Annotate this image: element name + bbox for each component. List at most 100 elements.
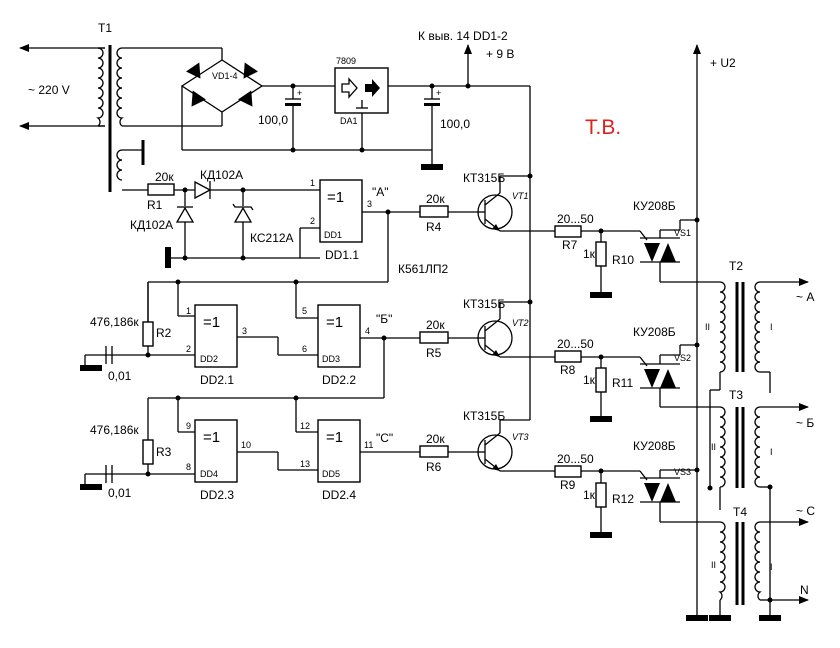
svg-text:I: I — [770, 447, 773, 457]
d2-label: КД102А — [130, 218, 173, 232]
d1-label: КД102А — [200, 168, 243, 182]
dd24-symbol: =1 — [326, 429, 343, 446]
t3-label: T3 — [729, 388, 743, 402]
transformer-t1: T1 — [96, 21, 145, 192]
dd22-label: DD2.2 — [322, 373, 356, 387]
dd21-symbol: =1 — [203, 314, 220, 331]
mains-input: ~ 220 V — [19, 44, 105, 130]
u2-supply: + U2 — [680, 44, 736, 621]
r7-value: 20...50 — [557, 212, 594, 226]
svg-text:2: 2 — [186, 344, 191, 354]
transformer-t3: T3 II I ~ Б — [707, 388, 814, 600]
svg-text:10: 10 — [241, 440, 251, 450]
input-network: 20к R1 КД102А КД102А КС212А — [122, 168, 320, 268]
reg-type: 7809 — [336, 56, 356, 66]
vcc-note: К выв. 14 DD1-2 — [418, 29, 508, 43]
t1-label: T1 — [98, 21, 112, 35]
out-a-label: ~ А — [796, 290, 814, 304]
dd22-symbol: =1 — [326, 314, 343, 331]
triac-vs2: КУ208Б VS2 — [633, 325, 720, 408]
r7-label: R7 — [562, 238, 578, 252]
svg-text:3: 3 — [242, 326, 247, 336]
oscillator-c: 476,186к R3 0,01 =1 DD4 9 8 10 DD2.3 =1 … — [80, 395, 420, 502]
author-mark: Т.В. — [585, 116, 621, 139]
input-capacitor: + 100,0 — [258, 83, 302, 150]
zener-label: КС212А — [250, 231, 294, 245]
vt2-type: КТ315Б — [463, 297, 505, 311]
out-c-label: ~ С — [796, 504, 815, 518]
triac-vs1: КУ208Б VS1 — [633, 199, 720, 283]
r1-label: R1 — [147, 198, 163, 212]
r8-value: 20...50 — [557, 337, 594, 351]
vs1-type: КУ208Б — [633, 199, 676, 213]
svg-text:11: 11 — [364, 440, 373, 450]
r4-value: 20к — [426, 192, 445, 206]
r10-value: 1к — [583, 247, 596, 261]
regulator-da1: 7809 DA1 — [334, 56, 530, 150]
dd24-label: DD2.4 — [322, 488, 356, 502]
r11-label: R11 — [612, 376, 633, 390]
svg-text:I: I — [770, 562, 773, 572]
dd23-label: DD2.3 — [200, 488, 234, 502]
r8-label: R8 — [560, 363, 576, 377]
r9-label: R9 — [560, 478, 576, 492]
svg-text:+: + — [297, 88, 302, 98]
r2-label: R2 — [156, 326, 172, 340]
gate-dd11: =1 DD1 1 2 3 DD1.1 "А" — [147, 178, 420, 322]
channel-b-driver: 20к R5 КТ315Б VT2 20...50 R8 1к R11 — [419, 297, 640, 422]
svg-text:DD2: DD2 — [200, 354, 218, 364]
out-b-label: ~ Б — [796, 416, 814, 430]
reg-name: DA1 — [340, 116, 358, 126]
t4-label: T4 — [733, 505, 747, 519]
r12-label: R12 — [612, 492, 634, 506]
signal-a: "А" — [372, 185, 389, 199]
vs2-type: КУ208Б — [633, 325, 676, 339]
dd11-small: DD1 — [324, 230, 342, 240]
mains-label: ~ 220 V — [28, 83, 70, 97]
signal-c: "С" — [376, 431, 393, 445]
svg-text:1: 1 — [310, 178, 315, 188]
vt3-label: VT3 — [512, 432, 529, 442]
vs3-label: VS3 — [674, 467, 691, 477]
svg-text:5: 5 — [302, 306, 307, 316]
transformer-t2: T2 II I ~ А — [705, 259, 814, 488]
svg-text:12: 12 — [300, 421, 310, 431]
svg-text:8: 8 — [186, 462, 191, 472]
r6-value: 20к — [426, 432, 445, 446]
svg-text:2: 2 — [310, 216, 315, 226]
c2-label: 0,01 — [108, 369, 132, 383]
svg-text:I: I — [770, 322, 773, 332]
r5-label: R5 — [426, 346, 442, 360]
transformer-t4: T4 II I ~ С N — [709, 504, 815, 621]
vt3-type: КТ315Б — [463, 409, 505, 423]
diode-bridge: VD1-4 — [122, 47, 335, 150]
cap-in-label: 100,0 — [258, 113, 288, 127]
vs3-type: КУ208Б — [633, 439, 676, 453]
dd21-label: DD2.1 — [200, 373, 234, 387]
r5-value: 20к — [426, 318, 445, 332]
bridge-label: VD1-4 — [212, 71, 238, 81]
svg-text:4: 4 — [365, 326, 370, 336]
dd11-label: DD1.1 — [325, 248, 359, 262]
channel-a-driver: 20к R4 КТ315Б VT1 20...50 R7 1к R10 — [419, 171, 640, 298]
dd11-symbol: =1 — [327, 189, 344, 206]
channel-c-driver: 20к R6 КТ315Б VT3 20...50 R9 1к R12 — [419, 409, 640, 538]
vt1-label: VT1 — [512, 191, 529, 201]
svg-text:3: 3 — [367, 199, 372, 209]
svg-text:9: 9 — [186, 421, 191, 431]
r1-value: 20к — [155, 170, 174, 184]
r2-value: 476,186к — [90, 315, 139, 329]
c3-label: 0,01 — [108, 486, 132, 500]
r12-value: 1к — [583, 488, 596, 502]
triac-vs3: КУ208Б VS3 — [633, 439, 720, 523]
r4-label: R4 — [426, 220, 442, 234]
svg-text:1: 1 — [186, 306, 191, 316]
svg-text:II: II — [711, 442, 716, 452]
svg-text:+: + — [436, 88, 441, 98]
r3-value: 476,186к — [90, 423, 139, 437]
svg-text:6: 6 — [302, 344, 307, 354]
vt1-type: КТ315Б — [463, 171, 505, 185]
dd23-symbol: =1 — [203, 429, 220, 446]
r11-value: 1к — [583, 373, 596, 387]
